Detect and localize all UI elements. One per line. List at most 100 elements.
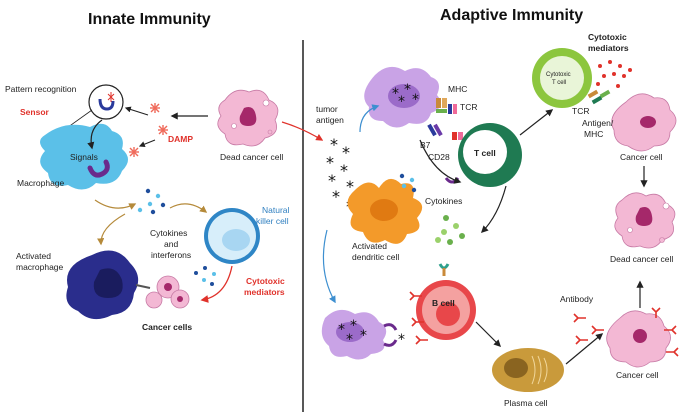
tumor-antigen-line1: tumor	[316, 104, 338, 114]
antibodies-bottom	[573, 307, 679, 357]
svg-text:*: *	[404, 82, 411, 98]
tumor-antigen-line2: antigen	[316, 115, 344, 125]
cytokines-label-line3: interferons	[151, 250, 191, 260]
svg-text:*: *	[346, 177, 354, 196]
cytotoxic-tcr-complex	[587, 89, 611, 105]
mhc-receptor	[436, 98, 447, 113]
b-cell	[416, 280, 476, 340]
b-cell-receptor	[438, 263, 450, 276]
b-cell-label: B cell	[432, 298, 455, 308]
nk-label-line2: killer cell	[256, 216, 289, 226]
activated-dendritic-cell	[347, 178, 423, 244]
cytotoxic-mediators-top-line2: mediators	[588, 43, 629, 53]
t-cell-label: T cell	[474, 148, 496, 158]
damp-molecules	[129, 103, 168, 157]
svg-text:*: *	[398, 332, 405, 348]
damp-arrow-1	[124, 106, 149, 116]
adaptive-title: Adaptive Immunity	[440, 7, 583, 24]
cancer-cells-innate	[145, 275, 190, 309]
apc-bottom-receptors	[383, 323, 398, 347]
cytokine-to-macrophage-arrow	[97, 213, 126, 246]
cytotoxic-t-cell-line1: Cytotoxic	[546, 72, 571, 78]
antigen-mhc-line1: Antigen/	[582, 118, 614, 128]
macrophage-label: Macrophage	[17, 178, 65, 188]
cancer-cells-label: Cancer cells	[142, 322, 192, 332]
sensor-label: Sensor	[20, 107, 50, 117]
antigen-to-apc-arrow	[359, 104, 380, 133]
dead-cell-to-antigen-arrow	[281, 121, 324, 141]
cytotoxic-granules	[596, 60, 632, 88]
green-cytokine-dots	[435, 215, 465, 245]
svg-text:*: *	[346, 332, 353, 348]
macrophage-to-cytokine-arrow	[94, 199, 137, 210]
svg-text:*: *	[340, 161, 348, 180]
cytotoxic-t-cell	[532, 48, 592, 108]
apc-bottom-antigens: **** *	[338, 318, 405, 348]
cd28-receptor	[452, 132, 463, 140]
t-cell	[458, 123, 522, 187]
cytotoxic-mediators-top-line1: Cytotoxic	[588, 32, 627, 42]
b7-receptor	[427, 123, 443, 137]
nk-to-cancer-arrow	[200, 265, 233, 303]
plasma-to-antibody-arrow	[565, 333, 604, 365]
activated-macrophage-line2: macrophage	[16, 262, 64, 272]
svg-text:*: *	[350, 318, 357, 334]
damp-arrow-2	[138, 139, 156, 148]
cancer-cell-top-label: Cancer cell	[620, 152, 663, 162]
cancer-cell-top	[611, 93, 677, 152]
cancer-cell-bottom-label: Cancer cell	[616, 370, 659, 380]
dead-cancer-cell-label: Dead cancer cell	[220, 152, 283, 162]
plasma-cell	[492, 348, 564, 392]
cd28-label: CD28	[428, 152, 450, 162]
pattern-recognition-receptor	[88, 84, 124, 120]
innate-title: Innate Immunity	[88, 11, 211, 28]
activated-dc-line2: dendritic cell	[352, 252, 399, 262]
natural-killer-cell	[204, 208, 260, 264]
bcell-to-plasma-arrow	[475, 321, 502, 348]
antigen-presenting-cell-top	[364, 66, 441, 128]
svg-text:*: *	[342, 143, 350, 162]
antigen-presenting-cell-bottom	[321, 309, 387, 360]
apc-top-antigens: ****	[392, 82, 419, 110]
nk-granules	[194, 266, 216, 286]
dead-cancer-cell-adaptive	[614, 192, 676, 249]
dead-cancer-cell-adaptive-label: Dead cancer cell	[610, 254, 673, 264]
antigen-mhc-line2: MHC	[584, 129, 603, 139]
svg-text:*: *	[338, 322, 345, 338]
activated-macrophage-line1: Activated	[16, 251, 51, 261]
cytokines-label-line2: and	[164, 239, 178, 249]
svg-text:*: *	[330, 135, 338, 154]
cytokines-adaptive-label: Cytokines	[425, 196, 462, 206]
cytokines-label-line1: Cytokines	[150, 228, 187, 238]
tcell-to-cytokines-arrow	[480, 185, 507, 234]
signals-label: Signals	[70, 152, 98, 162]
svg-text:*: *	[332, 187, 340, 206]
svg-text:*: *	[328, 171, 336, 190]
dc-cytokine-dots	[399, 173, 417, 193]
apc-to-tcell-arrow	[419, 139, 462, 184]
activated-macrophage-cell	[66, 250, 139, 320]
macrophage-cancer-contact	[135, 284, 151, 289]
tcr-top-label: TCR	[572, 106, 589, 116]
activated-dc-line1: Activated	[352, 241, 387, 251]
svg-text:*: *	[398, 94, 405, 110]
dc-to-apc-arrow	[322, 229, 336, 304]
damp-label: DAMP	[168, 134, 193, 144]
b-cell-antibodies	[409, 291, 428, 345]
svg-text:*: *	[326, 153, 334, 172]
antibody-label: Antibody	[560, 294, 594, 304]
dead-cancer-cell-innate	[217, 89, 279, 147]
innate-cytokine-dots	[137, 188, 166, 215]
tcr-label: TCR	[460, 102, 477, 112]
cytotoxic-mediators-line1: Cytotoxic	[246, 276, 285, 286]
plasma-cell-label: Plasma cell	[504, 398, 548, 408]
cancer-cell-bottom	[606, 310, 671, 368]
cytotoxic-mediators-line2: mediators	[244, 287, 285, 297]
t-cell-tcr	[448, 104, 457, 114]
signal-arrow	[87, 119, 103, 150]
cytotoxic-t-cell-line2: T cell	[552, 80, 566, 86]
macrophage-cell	[40, 123, 128, 190]
svg-text:*: *	[360, 328, 367, 344]
svg-text:*: *	[412, 92, 419, 108]
